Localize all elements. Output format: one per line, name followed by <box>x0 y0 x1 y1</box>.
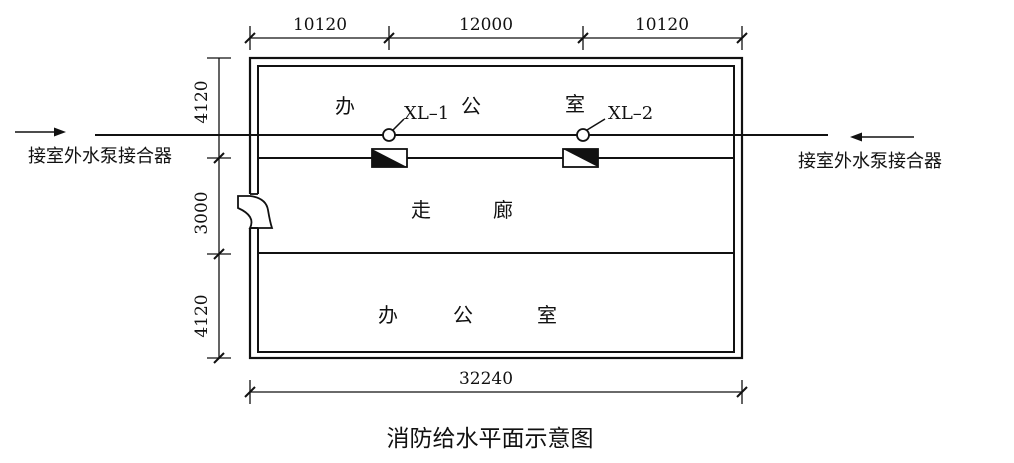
hydrant-box-2-icon <box>562 148 599 168</box>
top-dimension-line <box>244 26 748 50</box>
corridor-char-2: 廊 <box>493 198 513 222</box>
right-connector-label: 接室外水泵接合器 <box>798 151 942 172</box>
top-dim-1: 10120 <box>293 15 347 35</box>
lower-office-char-3: 室 <box>537 303 557 327</box>
hydrant-label-xl2: XL–2 <box>608 103 653 124</box>
bottom-dimension-line <box>244 380 748 404</box>
hydrant-label-xl1: XL–1 <box>404 103 449 124</box>
upper-office-char-2: 公 <box>461 94 481 118</box>
left-dim-2: 3000 <box>192 191 212 234</box>
left-connector-label: 接室外水泵接合器 <box>28 146 172 167</box>
left-inlet-arrow-icon <box>15 127 66 137</box>
entrance-door <box>237 193 274 229</box>
corridor-char-1: 走 <box>411 198 431 222</box>
hydrant-box-1-icon <box>371 148 408 168</box>
top-dim-3: 10120 <box>635 15 689 35</box>
upper-office-char-3: 室 <box>565 92 585 116</box>
right-inlet-arrow-icon <box>850 132 914 142</box>
hydrant-riser-xl1 <box>382 118 405 142</box>
hydrant-riser-xl2 <box>576 118 606 142</box>
lower-office-char-2: 公 <box>453 303 473 327</box>
lower-office-char-1: 办 <box>378 303 398 327</box>
left-dim-1: 4120 <box>192 80 212 123</box>
bottom-dim-total: 32240 <box>459 369 513 389</box>
upper-office-char-1: 办 <box>335 94 355 118</box>
left-dimension-line <box>207 57 231 364</box>
top-dim-2: 12000 <box>459 15 513 35</box>
figure-caption: 消防给水平面示意图 <box>387 426 594 452</box>
left-dim-3: 4120 <box>192 294 212 337</box>
